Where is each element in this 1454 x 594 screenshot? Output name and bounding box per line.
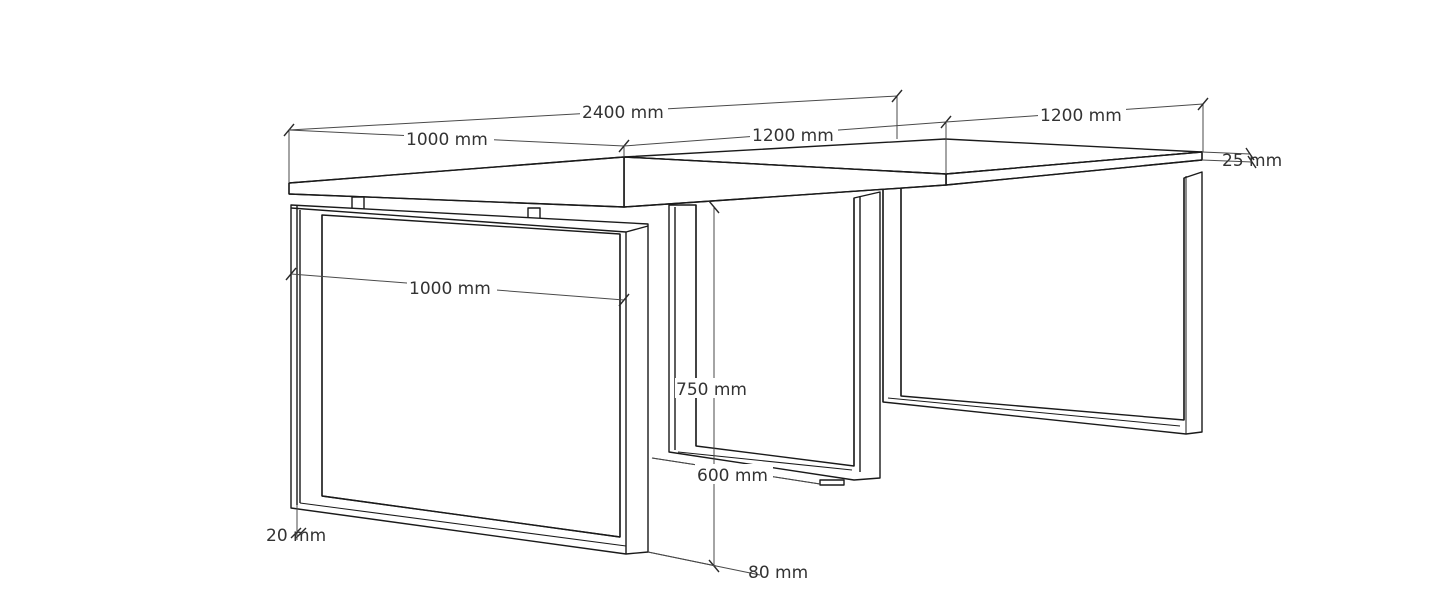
middle-leg-frame <box>651 191 881 486</box>
label-height: 750 mm <box>676 380 747 400</box>
label-leg-profile-width: 80 mm <box>748 563 808 583</box>
label-leg-profile-thickness: 20 mm <box>266 526 326 546</box>
right-leg-frame <box>882 171 1203 435</box>
label-right-top-length: 1200 mm <box>1040 106 1122 126</box>
left-leg-frame <box>290 204 717 567</box>
label-left-top-length: 1000 mm <box>406 130 488 150</box>
label-total-length: 2400 mm <box>582 103 664 123</box>
dimension-labels: 2400 mm 1000 mm 1200 mm 1200 mm 25 mm 10… <box>266 101 1282 583</box>
label-leg-frame-width: 1000 mm <box>409 279 491 299</box>
label-middle-top-length: 1200 mm <box>752 126 834 146</box>
label-depth: 600 mm <box>697 466 768 486</box>
label-top-thickness: 25 mm <box>1222 151 1282 171</box>
table-top <box>288 138 1203 222</box>
